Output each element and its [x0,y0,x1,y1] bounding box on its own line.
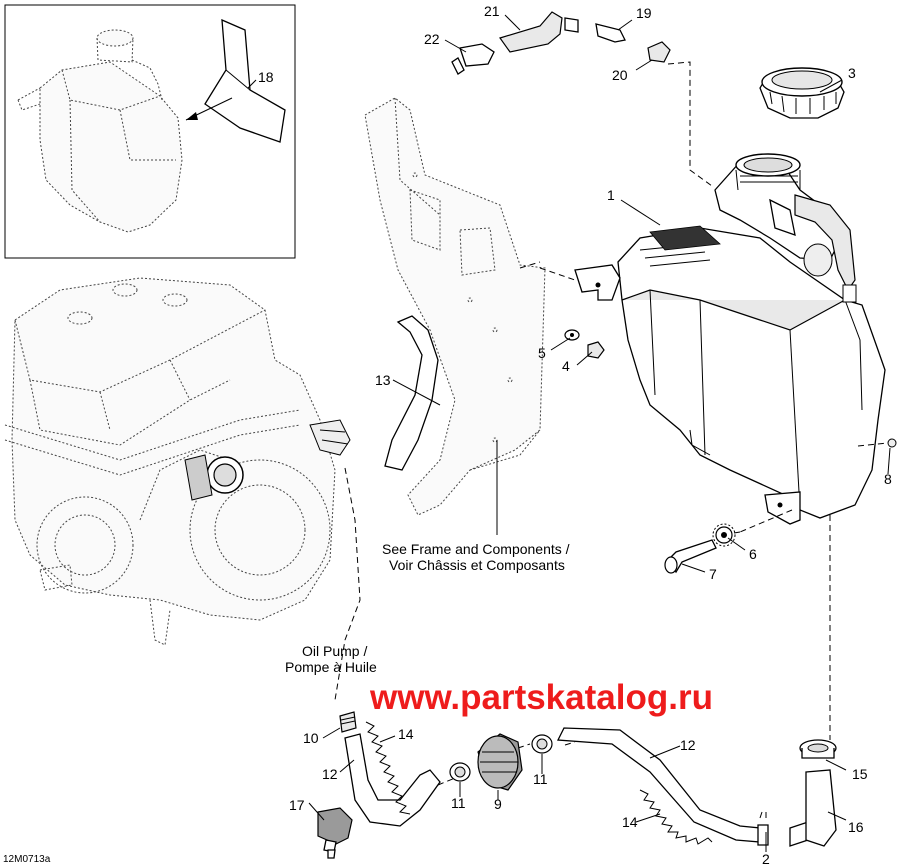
callout-14-left: 14 [398,726,414,742]
callout-3: 3 [848,65,856,81]
callout-19: 19 [636,5,652,21]
pump-note-line1: Oil Pump / [302,643,367,659]
callout-2: 2 [762,851,770,865]
callout-17: 17 [289,797,305,813]
callout-8: 8 [884,471,892,487]
engine-ghost [4,277,351,646]
callout-6: 6 [749,546,757,562]
callout-14-right: 14 [622,814,638,830]
frame-note-line1: See Frame and Components / [382,541,570,557]
notes: See Frame and Components / Voir Châssis … [285,541,570,675]
cap-part-3 [759,67,845,119]
callout-11-right: 11 [533,771,548,787]
callout-21: 21 [484,3,500,19]
callout-1: 1 [607,187,615,203]
callout-11-left: 11 [451,795,466,811]
callout-12-right: 12 [680,737,696,753]
callout-7: 7 [709,566,717,582]
callout-18: 18 [258,69,274,85]
callout-4: 4 [562,358,570,374]
oil-line-assembly [317,711,837,859]
routing-lines [334,61,889,786]
callout-15: 15 [852,766,868,782]
pump-note-line2: Pompe à Huile [285,659,377,675]
callout-10: 10 [303,730,319,746]
callout-5: 5 [538,345,546,361]
callout-13: 13 [375,372,391,388]
callout-12-left: 12 [322,766,338,782]
inset-view [4,4,296,259]
frame-ghost [364,97,546,516]
callout-labels: 1 2 3 4 5 6 7 8 9 10 11 11 12 12 13 14 1… [258,3,892,865]
frame-note-line2: Voir Châssis et Composants [389,557,565,573]
leader-lines [308,14,891,852]
callout-16: 16 [848,819,864,835]
watermark-text: www.partskatalog.ru [369,678,713,717]
callout-20: 20 [612,67,628,83]
callout-22: 22 [424,31,440,47]
callout-9: 9 [494,796,502,812]
strap-part-13 [384,315,439,471]
vent-hoses-top [451,11,671,75]
reference-code: 12M0713a [3,854,51,865]
hardware-parts [564,329,736,574]
oil-tank-part-1 [574,153,897,525]
